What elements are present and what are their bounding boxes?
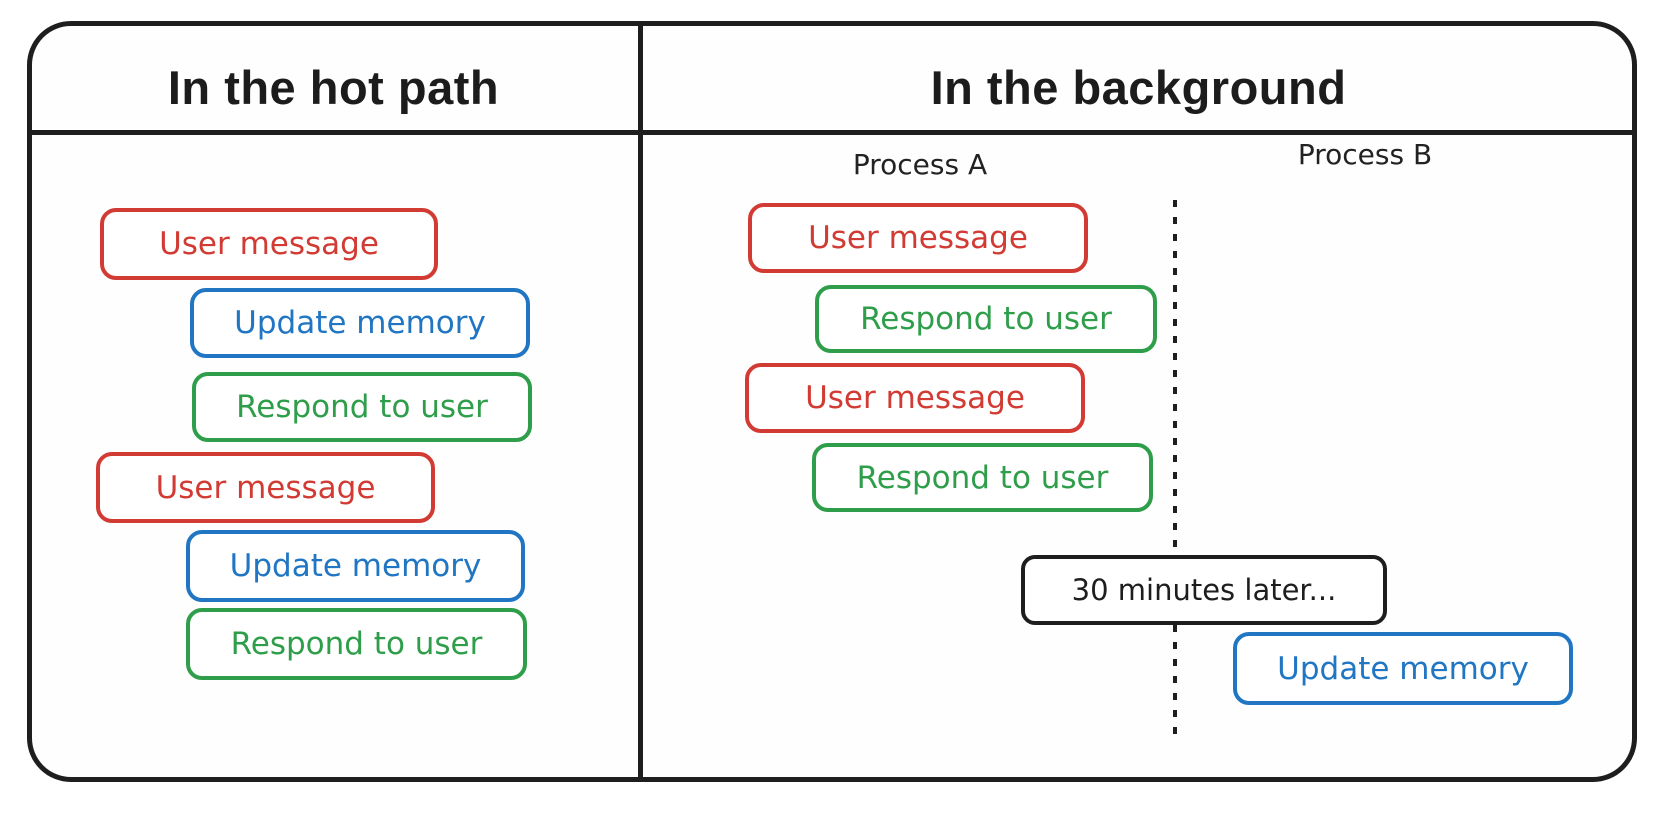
- hot-path-title: In the hot path: [167, 61, 500, 114]
- panel-divider-line: [638, 23, 643, 780]
- thirty-minutes-later-note: 30 minutes later...: [1021, 555, 1387, 625]
- hot-path-box-update-memory-1: Update memory: [190, 288, 530, 358]
- process-divider-dotted-line: [1173, 200, 1177, 735]
- process-a-box-respond-to-user-1: Respond to user: [815, 285, 1157, 353]
- process-a-box-user-message-1: User message: [748, 203, 1088, 273]
- hot-path-box-user-message-1: User message: [100, 208, 438, 280]
- process-b-box-update-memory: Update memory: [1233, 632, 1573, 705]
- hot-path-box-user-message-2: User message: [96, 452, 435, 523]
- header-divider-line: [29, 130, 1635, 135]
- hot-path-box-update-memory-2: Update memory: [186, 530, 525, 602]
- process-a-box-respond-to-user-2: Respond to user: [812, 443, 1153, 512]
- process-b-label: Process B: [1297, 138, 1433, 171]
- background-title: In the background: [930, 61, 1347, 114]
- hot-path-box-respond-to-user-1: Respond to user: [192, 372, 532, 442]
- process-a-label: Process A: [852, 148, 988, 181]
- process-a-box-user-message-2: User message: [745, 363, 1085, 433]
- hot-path-box-respond-to-user-2: Respond to user: [186, 608, 527, 680]
